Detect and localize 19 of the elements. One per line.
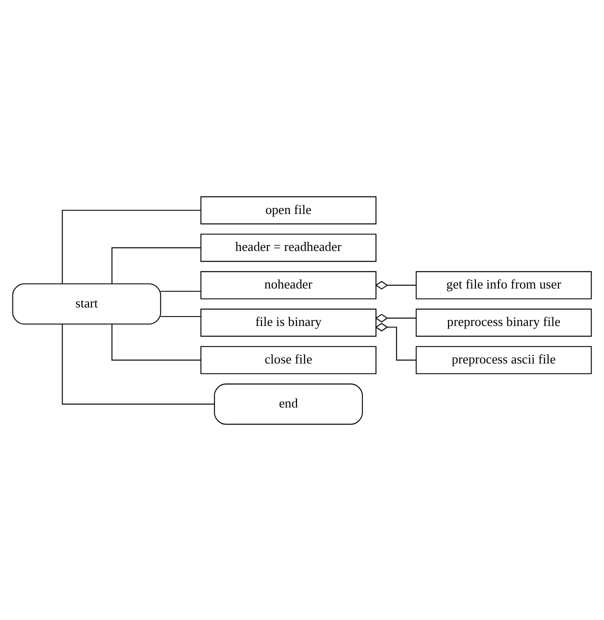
node-box: preprocess ascii file	[416, 346, 592, 374]
node-box: end	[214, 383, 363, 424]
connector	[62, 209, 202, 284]
connector	[375, 313, 416, 322]
node-box: close file	[200, 346, 376, 374]
node-box: header = readheader	[200, 233, 376, 262]
connector	[111, 323, 202, 360]
connector	[62, 323, 215, 404]
node-box: preprocess binary file	[416, 308, 592, 336]
node-box: start	[12, 282, 162, 324]
connector	[375, 280, 416, 290]
node-box: noheader	[200, 270, 376, 299]
node-box: file is binary	[200, 308, 376, 336]
connector	[160, 316, 202, 317]
connector	[160, 290, 202, 292]
node-box: get file info from user	[416, 270, 592, 299]
node-box: open file	[200, 196, 376, 224]
connector	[375, 322, 416, 360]
connector	[111, 246, 202, 284]
